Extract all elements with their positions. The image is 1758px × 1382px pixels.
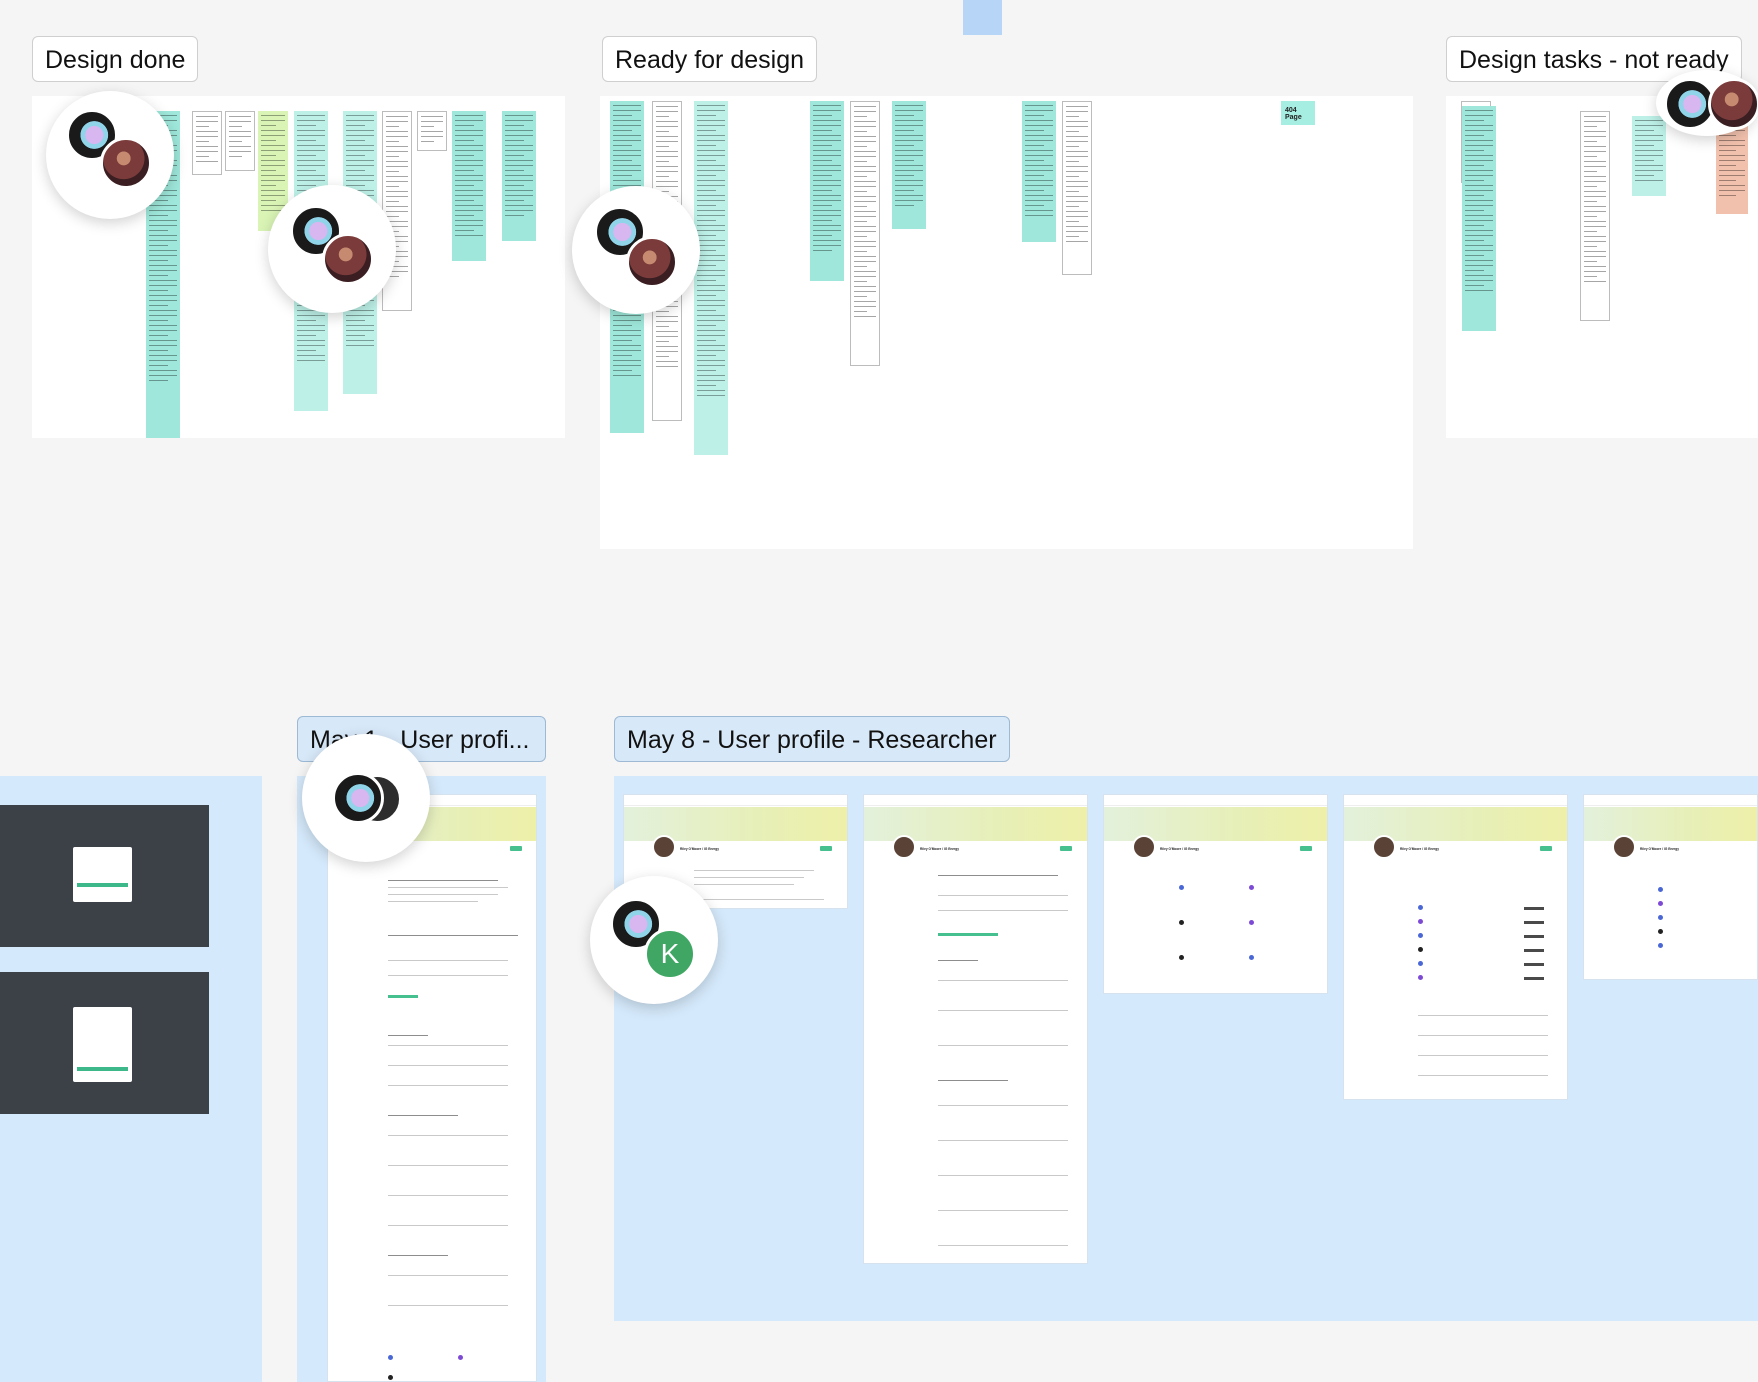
task-column[interactable] [1716, 121, 1748, 214]
task-card[interactable] [417, 111, 447, 151]
collaborator-avatar [626, 236, 678, 288]
design-tasks-not-ready-board[interactable] [1446, 96, 1758, 438]
collaborator-avatar [100, 137, 152, 189]
task-column[interactable] [694, 101, 728, 455]
collaborator-cursor [1656, 70, 1758, 136]
task-column[interactable] [810, 101, 844, 281]
profile-screenshot[interactable]: Riley O'Moore / IG Energy [623, 794, 848, 909]
task-card[interactable] [850, 101, 880, 366]
collaborator-avatar [1708, 78, 1758, 130]
profile-name: Riley O'Moore / IG Energy [1400, 847, 1440, 851]
task-card[interactable] [225, 111, 255, 171]
collaborator-avatar [332, 772, 384, 824]
task-card[interactable] [192, 111, 222, 175]
ready-for-design-board[interactable]: 404 Page [600, 96, 1413, 549]
may8-user-profile-section[interactable]: Riley O'Moore / IG Energy Riley O'Moore … [614, 776, 1758, 1321]
section-label-ready-for-design[interactable]: Ready for design [602, 36, 818, 82]
collaborator-cursor [302, 734, 430, 862]
profile-name: Riley O'Moore / IG Energy [1640, 847, 1680, 851]
dialog-frame[interactable] [0, 805, 209, 947]
task-column[interactable] [452, 111, 486, 261]
dialog-frame[interactable] [0, 972, 209, 1114]
may-user-profile-section[interactable] [297, 776, 546, 1382]
profile-name: Riley O'Moore / IG Energy [920, 847, 960, 851]
task-card[interactable] [1580, 111, 1610, 321]
profile-name: Riley O'Moore / IG Energy [680, 847, 720, 851]
collaborator-cursor [46, 91, 174, 219]
profile-screenshot[interactable]: Riley O'Moore / IG Energy [863, 794, 1088, 1264]
note-404-page[interactable]: 404 Page [1281, 101, 1315, 125]
profile-screenshot[interactable]: Riley O'Moore / IG Energy [1103, 794, 1328, 994]
collaborator-avatar [322, 233, 374, 285]
collaborator-avatar [66, 109, 118, 161]
collaborator-cursor [268, 185, 396, 313]
section-label-design-tasks-not-ready[interactable]: Design tasks - not ready [1446, 36, 1742, 82]
profile-name: Riley O'Moore / IG Energy [1160, 847, 1200, 851]
section-label-may8-user-profile-researcher[interactable]: May 8 - User profile - Researcher [614, 716, 1010, 762]
collaborator-cursor: K [590, 876, 718, 1004]
section-label-design-done[interactable]: Design done [32, 36, 199, 82]
dialog[interactable] [73, 1007, 132, 1082]
sticky-note[interactable] [963, 0, 1002, 35]
task-column[interactable] [1462, 106, 1496, 331]
task-card[interactable] [1062, 101, 1092, 275]
dialog[interactable] [73, 847, 132, 902]
collaborator-avatar-k: K [644, 928, 696, 980]
profile-screenshot[interactable]: Riley O'Moore / IG Energy [1343, 794, 1568, 1100]
task-column[interactable] [1022, 101, 1056, 242]
task-column[interactable] [892, 101, 926, 229]
dialog-button[interactable] [77, 883, 128, 887]
profile-screenshot[interactable] [327, 794, 537, 1382]
task-column[interactable] [1632, 116, 1666, 196]
task-column[interactable] [502, 111, 536, 241]
profile-screenshot[interactable]: Riley O'Moore / IG Energy [1583, 794, 1758, 980]
dialog-button[interactable] [77, 1067, 128, 1071]
collaborator-cursor [572, 186, 700, 314]
